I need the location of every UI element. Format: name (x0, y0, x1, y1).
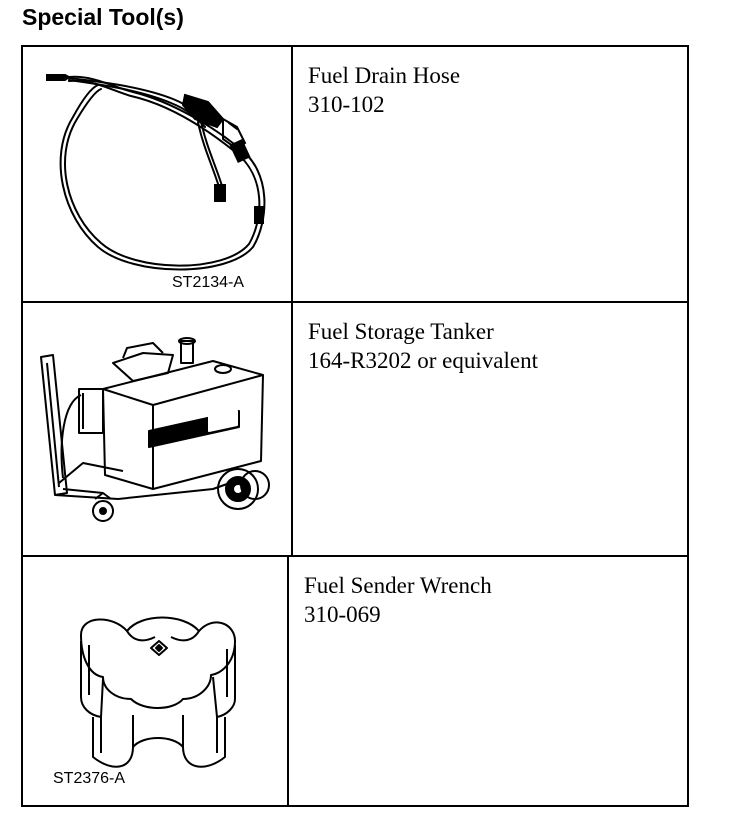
fuel-sender-wrench-image (80, 616, 236, 768)
table-row: ST2134-A Fuel Drain Hose 310-102 (23, 47, 687, 303)
tool-name: Fuel Drain Hose (308, 63, 461, 88)
fuel-drain-hose-image (46, 74, 266, 271)
image-code-label: ST2134-A (172, 274, 245, 291)
tool-number: 310-069 (304, 602, 381, 627)
tool-description: Fuel Sender Wrench 310-069 (304, 571, 492, 629)
tool-number: 310-102 (308, 92, 385, 117)
tool-name: Fuel Storage Tanker (308, 319, 494, 344)
table-row: ST2376-A Fuel Sender Wrench 310-069 (23, 557, 687, 807)
image-code-label: ST2376-A (53, 770, 126, 787)
special-tools-table: ST2134-A Fuel Drain Hose 310-102 (21, 45, 689, 807)
tool-description: Fuel Storage Tanker 164-R3202 or equival… (308, 317, 538, 375)
fuel-drain-hose-illustration: ST2134-A (23, 47, 293, 301)
tool-number: 164-R3202 or equivalent (308, 348, 538, 373)
tool-name: Fuel Sender Wrench (304, 573, 492, 598)
table-row: Fuel Storage Tanker 164-R3202 or equival… (23, 303, 687, 557)
fuel-storage-tanker-illustration (23, 303, 293, 555)
fuel-storage-tanker-image (40, 337, 270, 522)
fuel-sender-wrench-illustration: ST2376-A (23, 557, 289, 807)
page-title: Special Tool(s) (22, 4, 184, 30)
tool-description: Fuel Drain Hose 310-102 (308, 61, 460, 119)
